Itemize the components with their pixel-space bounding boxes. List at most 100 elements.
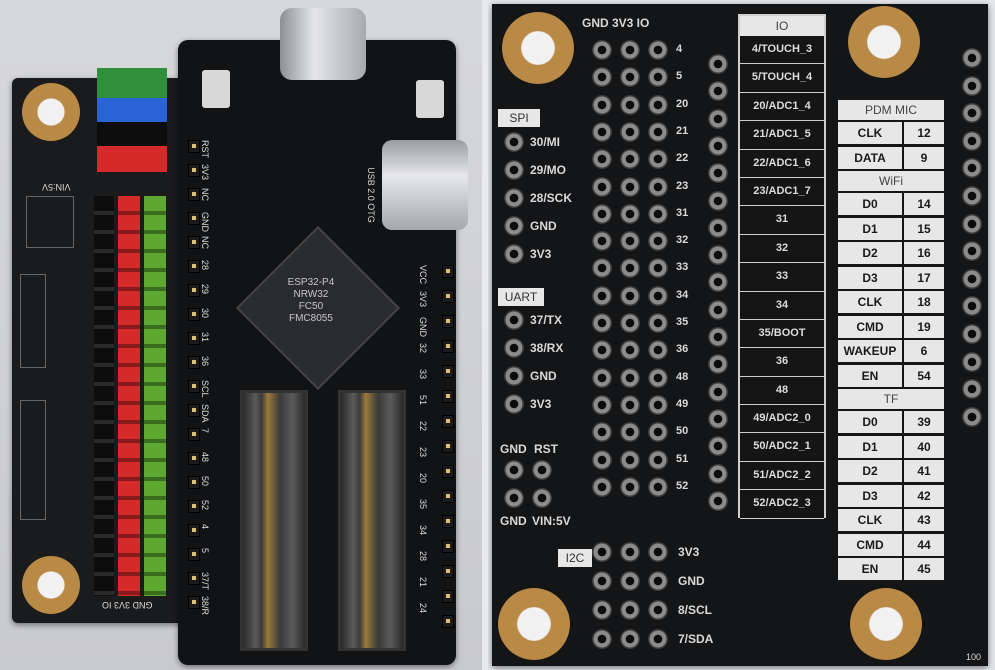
io-label-row: 5/TOUCH_4 [740, 64, 824, 93]
wifi-row-name: D0 [838, 193, 902, 215]
i2c-pin-label: GND [678, 574, 705, 588]
pdm_mic-row-pin: 12 [904, 122, 944, 144]
spi-pin-label: 29/MO [530, 163, 567, 177]
io-pad [648, 40, 668, 60]
wifi-row-name: D1 [838, 217, 902, 240]
i2c-pad [620, 629, 640, 649]
pin-header-pin [188, 140, 200, 153]
io-pin-number: 32 [676, 234, 689, 247]
left-pin-label: RST [200, 140, 210, 158]
fpc-connector-left [240, 390, 308, 651]
pdm_mic-row-pin: 9 [904, 146, 944, 169]
tf-row-name: CLK [838, 509, 902, 531]
pin-header-pin [442, 590, 454, 603]
wifi-row-pin: 14 [904, 193, 944, 215]
io-pin-number: 33 [676, 261, 689, 274]
power-bottom-gnd: GND [500, 514, 527, 528]
spi-pin-label: 30/MI [530, 135, 561, 149]
io-pad [648, 367, 668, 388]
right-pin-label: 51 [418, 395, 428, 406]
io-pin-number: 50 [676, 425, 689, 438]
pin-header-pin [188, 188, 200, 201]
rst-button[interactable] [202, 70, 230, 108]
io-pad [620, 258, 640, 279]
pin-header-pin [188, 476, 200, 489]
wifi-row-pin: 18 [904, 291, 944, 313]
blue-header-stack [97, 68, 167, 100]
uart-pad [504, 366, 524, 386]
uart-pin-label: 3V3 [530, 397, 552, 411]
right-pin-label: 32 [418, 343, 428, 354]
boot-button[interactable] [416, 80, 444, 118]
io-pad [592, 258, 612, 279]
spi-pad [504, 132, 524, 152]
pin-header-pin [188, 332, 200, 345]
io-pin-number: 34 [676, 288, 689, 301]
io-pad [648, 176, 668, 197]
io-pad-offset [708, 463, 728, 484]
far-right-pad [962, 75, 982, 96]
far-right-pad [962, 213, 982, 234]
gnd-3v3-io-header: GND 3V3 IO [582, 16, 650, 30]
io-pad [620, 367, 640, 388]
tf-row-pin: 43 [904, 509, 944, 531]
i2c-pad [620, 571, 640, 591]
io-pad [620, 422, 640, 443]
pdm_mic-row-name: CLK [838, 122, 902, 144]
io-label-row: 49/ADC2_0 [740, 405, 824, 434]
wifi-row-name: CLK [838, 291, 902, 313]
tf-row-pin: 40 [904, 435, 944, 458]
mounting-hole [850, 588, 922, 660]
power-bottom-vin: VIN:5V [532, 514, 571, 528]
pin-header-pin [188, 524, 200, 537]
io-pad-offset [708, 135, 728, 156]
tf-row-pin: 39 [904, 411, 944, 433]
io-label-row: 52/ADC2_3 [740, 490, 824, 519]
wifi-title: WiFi [838, 171, 944, 191]
uart-pad [504, 310, 524, 330]
left-pin-label: NC [200, 236, 210, 249]
right-pin-label: 22 [418, 421, 428, 432]
left-pin-label: 52 [200, 500, 210, 511]
io-label-row: 32 [740, 234, 824, 264]
io-pad [592, 203, 612, 224]
i2c-pad [592, 600, 612, 620]
pin-header-pin [188, 572, 200, 585]
io-pad [648, 67, 668, 88]
io-pad-offset [708, 190, 728, 211]
uart-pin-label: 38/RX [530, 341, 564, 355]
spi-title: SPI [498, 109, 540, 127]
i2c-pad [620, 600, 640, 620]
io-pin-number: 20 [676, 97, 689, 110]
io-pin-number: 36 [676, 343, 689, 356]
io-pad [648, 476, 668, 497]
io-pin-number: 4 [676, 43, 683, 55]
io-label-row: 4/TOUCH_3 [740, 36, 824, 65]
pin-header-pin [188, 236, 200, 249]
expansion-board: VIN:5V GND 3V3 IO [12, 68, 197, 623]
esp32-p4-board: USB 2.0 OTG ESP32-P4 NRW32 FC50 FMC8055 … [178, 8, 468, 665]
i2c-pad [648, 542, 668, 562]
spi-pad [504, 160, 524, 180]
pdm_mic-row-name: DATA [838, 146, 902, 169]
tf-row-name: CMD [838, 533, 902, 556]
chip-label-line3: FC50 [298, 300, 324, 312]
wifi-row-pin: 15 [904, 217, 944, 240]
wifi-row-pin: 16 [904, 242, 944, 264]
io-pad [620, 121, 640, 142]
pin-header-pin [442, 315, 454, 328]
io-pad [648, 203, 668, 224]
tf-row-name: EN [838, 558, 902, 580]
io-pad-offset [708, 217, 728, 238]
tf-title: TF [838, 389, 944, 409]
black-header-strip [94, 196, 114, 596]
io-pin-number: 52 [676, 479, 689, 492]
pin-header-pin [442, 440, 454, 453]
io-pad [592, 94, 612, 115]
exp-bottom-label: GND 3V3 IO [102, 600, 153, 610]
spi-pad [504, 216, 524, 236]
pin-header-pin [442, 265, 454, 278]
right-pin-label: 34 [418, 525, 428, 536]
right-pin-header [440, 265, 456, 655]
